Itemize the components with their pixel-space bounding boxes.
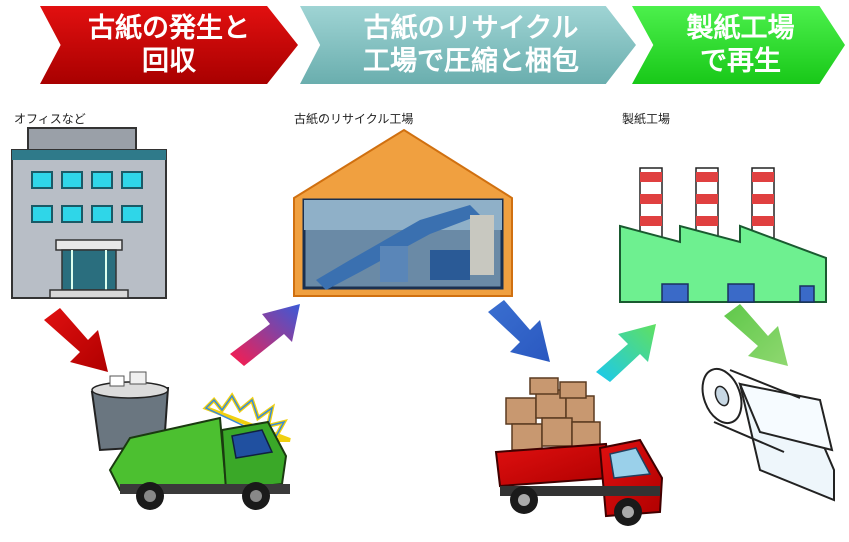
step-banner-collection: 古紙の発生と 回収 [40,6,298,84]
arrow-icon [230,304,300,366]
garbage-truck-icon [90,371,291,510]
office-building-icon [11,127,167,299]
recycling-factory-label: 古紙のリサイクル工場 [294,112,414,126]
paper-roll-icon [701,367,835,502]
step-banner-regeneration: 製紙工場 で再生 [632,6,845,84]
arrow-icon [596,324,656,382]
paper-mill-icon [619,167,827,303]
paper-mill-label: 製紙工場 [622,112,671,126]
arrow-icon [488,300,550,362]
office-label: オフィスなど [14,112,86,126]
arrow-icon [724,304,788,366]
arrow-icon [44,308,108,372]
step-banner-recycling: 古紙のリサイクル 工場で圧縮と梱包 [300,6,636,84]
recycling-factory-icon [293,128,513,297]
box-truck-icon [494,377,664,526]
